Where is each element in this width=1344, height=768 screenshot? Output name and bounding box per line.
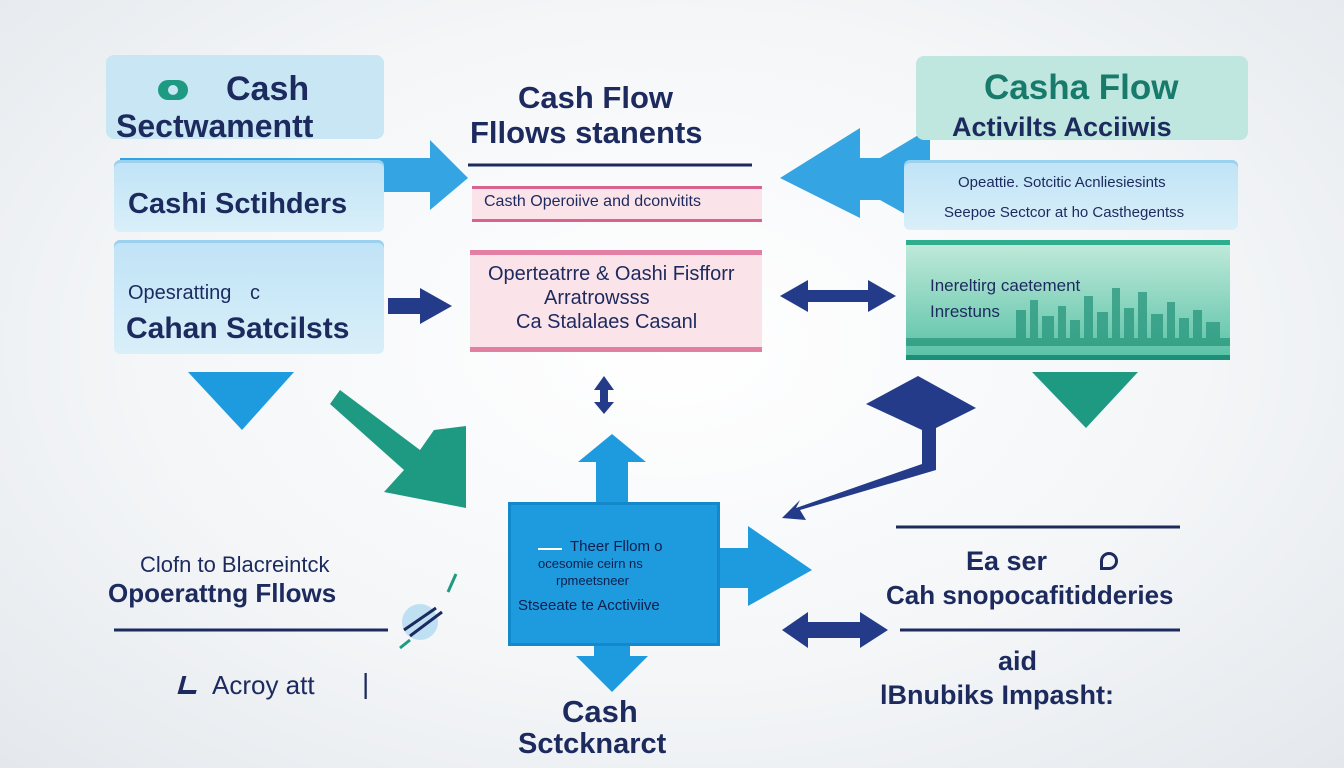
center-blue-line4: Stseeate te Acctiviive (518, 597, 660, 614)
top-right-box (916, 56, 1248, 140)
right-city-line1: Inereltirg caetement (930, 276, 1081, 295)
right-bar-1 (904, 160, 1238, 230)
center-blue-box (508, 502, 720, 646)
arrow-updown-center (594, 376, 614, 414)
center-pink-line1-mid: & Oashi Fisfforr (596, 263, 735, 285)
right-city-line2: Inrestuns (930, 302, 1000, 321)
center-pink-line3: Ca Stalalaes Casanl (516, 311, 698, 333)
bottom-center-line2: Sctcknarct (518, 728, 667, 760)
center-blue-dash (538, 548, 562, 550)
bottom-center-line1: Cash (562, 694, 638, 729)
arrow-left-double-top-right (780, 128, 1010, 228)
sparkle-icon (1100, 552, 1118, 570)
arrow-double-bottom-right (782, 612, 888, 648)
arrow-double-right-middle (780, 280, 896, 312)
right-bar-1-line2: Seepoe Sectcor at ho Casthegentss (944, 204, 1185, 221)
city-skyline-icon (906, 288, 1230, 346)
left-bar-1-label: Cashi Sctihders (128, 188, 348, 220)
left-caption-line1: Clofn to Blacreintck (140, 552, 330, 577)
center-blue-line3: rpmeetsneer (556, 573, 629, 588)
center-title-line2: Fllows stanents (470, 115, 703, 150)
center-pink-line2: Arratrowsss (544, 287, 650, 309)
top-left-box (106, 55, 384, 139)
top-right-box-line1: Casha Flow (984, 68, 1179, 107)
center-strip-label: Casth Operoiive and dconvitits (484, 193, 701, 210)
arrow-down-center (576, 640, 648, 692)
pen-scribble-icon (399, 573, 458, 650)
top-right-box-line2: Activilts Acciiwis (952, 112, 1172, 142)
center-blue-line1: Theer Fllom o (570, 538, 663, 555)
cash-icon (158, 80, 188, 100)
right-bar-1-line1: Opeattie. Sotcitic Acnliesiesints (958, 174, 1166, 191)
center-strip (472, 186, 762, 222)
left-bar-1 (114, 160, 384, 232)
center-pink-box (470, 250, 762, 352)
center-pink-line1: Operteatrre (488, 263, 591, 285)
arrow-diagonal-teal (330, 390, 466, 508)
arrow-right-center-box (714, 526, 812, 606)
right-caption-line3: aid (998, 646, 1038, 676)
arrow-bent-navy (782, 376, 976, 520)
arrow-up-center (578, 434, 646, 502)
left-bar-2-line2: Cahan Satcilsts (126, 312, 350, 345)
top-left-box-line2: Sectwamentt (116, 108, 314, 144)
arrow-down-left (188, 372, 294, 430)
arrow-right-left-middle (388, 288, 452, 324)
right-caption-line1: Ea ser (966, 546, 1048, 576)
center-blue-line2: ocesomie ceirn ns (538, 556, 643, 571)
arrow-down-right (1032, 372, 1138, 428)
right-caption-line2: Cah snopocafitidderies (886, 580, 1174, 610)
left-caption-line2: Opoerattng Fllows (108, 578, 337, 608)
left-caption-line3: Acroy att (212, 670, 315, 700)
left-bar-2-line1-suffix: c (250, 282, 260, 304)
center-title-line1: Cash Flow (518, 80, 674, 115)
left-caption-line3-suffix: | (362, 668, 370, 699)
right-caption-line4: lBnubiks Impasht: (880, 680, 1115, 710)
top-left-box-line1: Cash (226, 70, 310, 108)
left-bar-2 (114, 240, 384, 354)
left-bar-2-line1: Opesratting (128, 282, 232, 304)
